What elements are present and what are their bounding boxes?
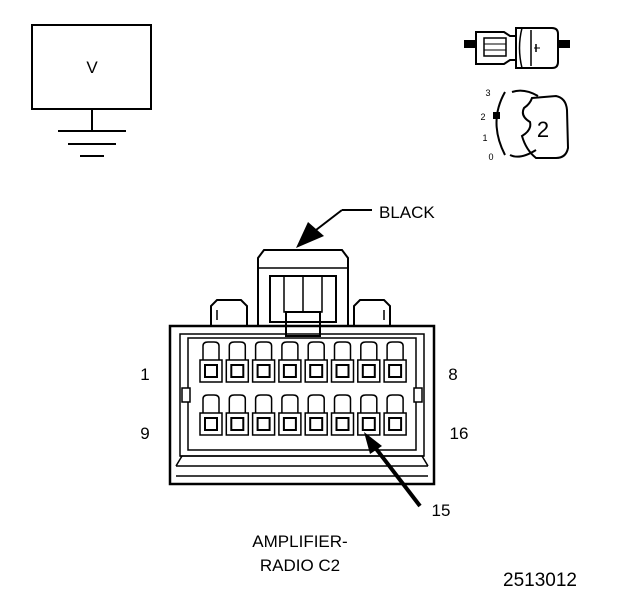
connector-name-line-1: AMPLIFIER- [252,532,347,551]
pin-cavity-13 [304,394,328,436]
scale-number-3: 3 [485,88,490,98]
pin-cavity-12 [278,394,302,436]
ground-icon [58,130,126,157]
pin-cavity-8 [383,341,407,383]
pin-cavity-3 [251,341,276,383]
pin-label-9: 9 [140,424,149,443]
pin-label-8: 8 [448,365,457,384]
pin-cavity-11 [251,394,276,436]
pin-cavity-5 [304,341,328,383]
pin-cavity-10 [225,394,250,436]
scale-number-0: 0 [488,152,493,162]
pin-cavity-6 [330,341,355,383]
figure-number: 2513012 [503,570,577,591]
view-position-icon: 3 2 1 0 2 [480,88,570,162]
connector-side-icon [464,27,570,69]
connector-color-label: BLACK [379,203,435,222]
pin-cavity-9 [199,394,223,436]
scale-number-2: 2 [480,112,485,122]
position-label: 2 [537,117,549,142]
meter-label: V [86,58,98,77]
pin-label-16: 16 [450,424,469,443]
callout-pin-number: 15 [432,501,451,520]
connector-name-line-2: RADIO C2 [260,556,340,575]
pin-label-1: 1 [140,365,149,384]
voltmeter-symbol: V [31,24,152,157]
pin-cavity-16 [383,394,407,436]
pin-cavity-2 [225,341,250,383]
pin-cavity-7 [357,341,381,383]
color-callout: BLACK [296,203,435,248]
scale-number-1: 1 [482,133,487,143]
pin-cavities [199,341,407,436]
pin-cavity-1 [199,341,223,383]
connector-face [168,249,436,486]
pin-cavity-15 [357,394,381,436]
pin-15-callout: 15 [364,432,450,520]
pin-cavity-4 [278,341,302,383]
pin-cavity-14 [330,394,355,436]
